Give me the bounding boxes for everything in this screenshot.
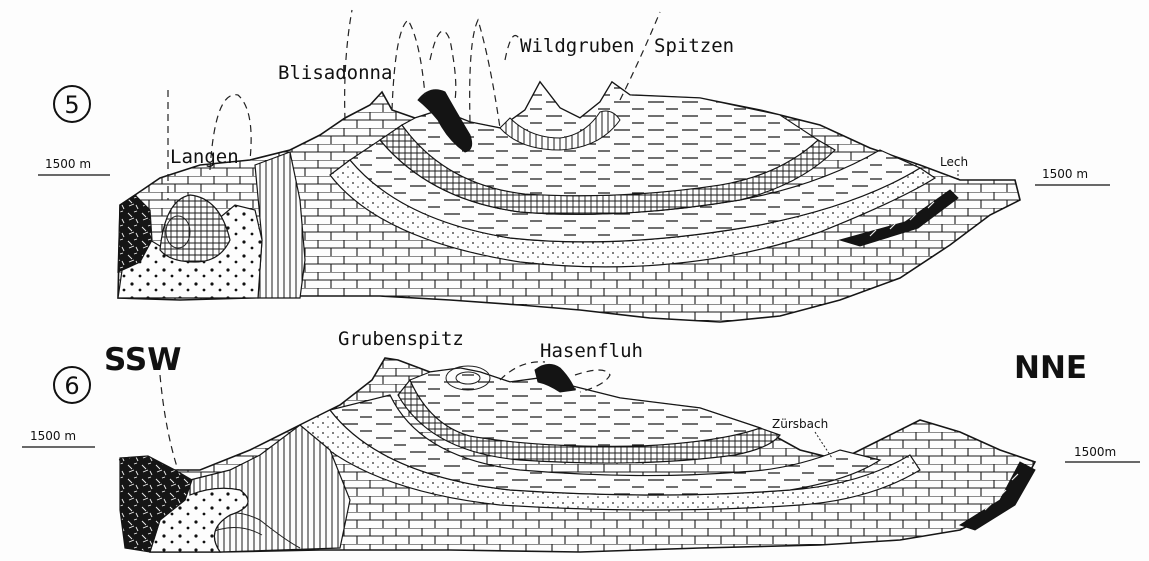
label-hasenfluh: Hasenfluh: [540, 340, 643, 362]
orientation-label-left: SSW: [104, 342, 181, 378]
section-6: SSW NNE 6 1500 m 1500m Grubenspitz Hasen…: [22, 328, 1140, 552]
section-6-number-badge: 6: [54, 367, 90, 403]
label-blisadonna: Blisadonna: [278, 62, 392, 84]
section-5: 5 1500 m 1500 m Langen Blisadonna Wildgr…: [38, 10, 1110, 322]
section-5-scale-label-right: 1500 m: [1042, 167, 1088, 181]
section-6-scale-label-left: 1500 m: [30, 429, 76, 443]
svg-text:5: 5: [64, 91, 79, 119]
section-5-number-badge: 5: [54, 86, 90, 122]
label-langen: Langen: [170, 146, 239, 168]
label-grubenspitz: Grubenspitz: [338, 328, 464, 350]
section-6-eroded-trace-west: [160, 375, 178, 470]
svg-text:6: 6: [64, 372, 79, 400]
label-zursbach: Zürsbach: [772, 417, 828, 431]
section-5-scale-label-left: 1500 m: [45, 157, 91, 171]
section-6-scale-label-right: 1500m: [1074, 445, 1116, 459]
orientation-label-right: NNE: [1014, 350, 1087, 386]
label-lech: Lech: [940, 155, 968, 169]
label-wildgruben: Wildgruben: [520, 35, 634, 57]
label-spitzen: Spitzen: [654, 35, 734, 57]
